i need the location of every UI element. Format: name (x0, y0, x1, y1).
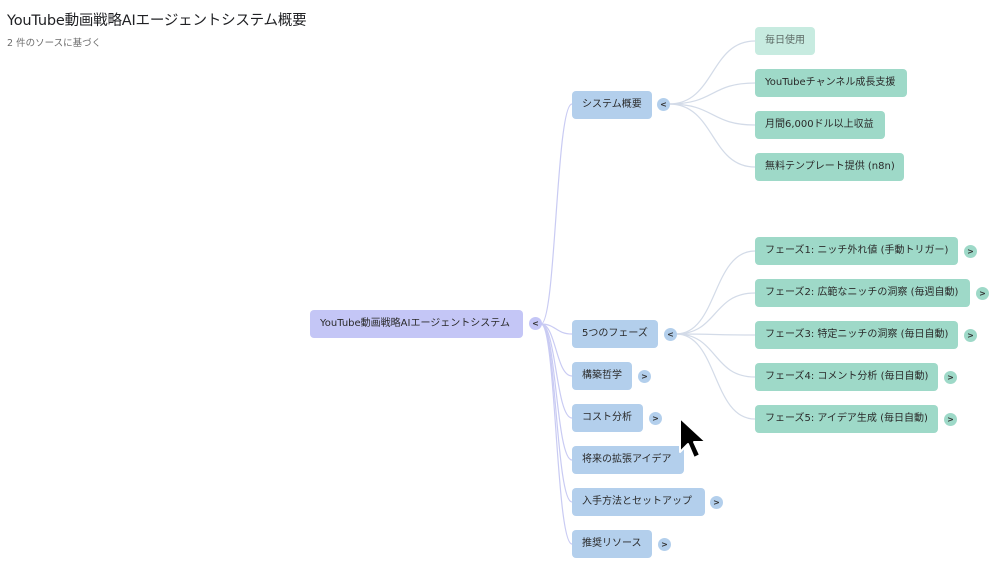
expand-toggle-setup[interactable]: > (710, 496, 723, 509)
mouse-cursor-icon (679, 417, 707, 459)
node-label: フェーズ4: コメント分析 (毎日自動) (765, 371, 929, 382)
collapse-toggle-system-overview[interactable]: < (657, 98, 670, 111)
link-overview-growth (668, 82, 756, 105)
node-label: 入手方法とセットアップ (582, 496, 692, 507)
node-phase-3[interactable]: フェーズ3: 特定ニッチの洞察 (毎日自動) (755, 321, 958, 349)
node-channel-growth[interactable]: YouTubeチャンネル成長支援 (755, 69, 907, 97)
expand-toggle-cost-analysis[interactable]: > (649, 412, 662, 425)
node-future-ideas[interactable]: 将来の拡張アイデア (572, 446, 684, 474)
node-recommended-resources[interactable]: 推奨リソース (572, 530, 652, 558)
link-phases-2 (675, 292, 756, 335)
node-five-phases[interactable]: 5つのフェーズ (572, 320, 658, 348)
node-setup[interactable]: 入手方法とセットアップ (572, 488, 705, 516)
link-root-philosophy (540, 323, 573, 377)
link-root-resources (540, 323, 573, 545)
link-phases-4 (675, 333, 756, 378)
node-label: コスト分析 (582, 412, 632, 423)
expand-toggle-phase-1[interactable]: > (964, 245, 977, 258)
node-label: 将来の拡張アイデア (582, 454, 672, 465)
expand-toggle-build-philosophy[interactable]: > (638, 370, 651, 383)
node-label: 無料テンプレート提供 (n8n) (765, 161, 895, 172)
node-label: 月間6,000ドル以上収益 (765, 119, 874, 130)
node-label: YouTubeチャンネル成長支援 (765, 77, 896, 88)
node-cost-analysis[interactable]: コスト分析 (572, 404, 643, 432)
node-label: 毎日使用 (765, 35, 805, 46)
node-phase-4[interactable]: フェーズ4: コメント分析 (毎日自動) (755, 363, 938, 391)
node-label: フェーズ2: 広範なニッチの洞察 (毎週自動) (765, 287, 959, 298)
node-label: 5つのフェーズ (582, 328, 648, 339)
source-count: 2 件のソースに基づく (7, 38, 102, 49)
page-title: YouTube動画戦略AIエージェントシステム概要 (7, 13, 307, 29)
root-node-label: YouTube動画戦略AIエージェントシステム (320, 318, 510, 329)
node-label: フェーズ3: 特定ニッチの洞察 (毎日自動) (765, 329, 949, 340)
link-phases-3 (675, 333, 756, 336)
node-monthly-revenue[interactable]: 月間6,000ドル以上収益 (755, 111, 885, 139)
node-free-template[interactable]: 無料テンプレート提供 (n8n) (755, 153, 904, 181)
link-overview-daily (668, 40, 756, 105)
node-phase-5[interactable]: フェーズ5: アイデア生成 (毎日自動) (755, 405, 938, 433)
node-system-overview[interactable]: システム概要 (572, 91, 652, 119)
link-root-system-overview (540, 103, 573, 325)
link-phases-1 (675, 250, 756, 335)
root-node[interactable]: YouTube動画戦略AIエージェントシステム (310, 310, 523, 338)
expand-toggle-phase-2[interactable]: > (976, 287, 989, 300)
node-label: システム概要 (582, 99, 642, 110)
node-label: フェーズ5: アイデア生成 (毎日自動) (765, 413, 928, 424)
expand-toggle-recommended-resources[interactable]: > (658, 538, 671, 551)
link-phases-5 (675, 333, 756, 420)
collapse-toggle-five-phases[interactable]: < (664, 328, 677, 341)
node-phase-2[interactable]: フェーズ2: 広範なニッチの洞察 (毎週自動) (755, 279, 970, 307)
node-label: 構築哲学 (582, 370, 622, 381)
link-overview-revenue (668, 103, 756, 126)
expand-toggle-phase-5[interactable]: > (944, 413, 957, 426)
node-build-philosophy[interactable]: 構築哲学 (572, 362, 632, 390)
node-label: 推奨リソース (582, 538, 642, 549)
expand-toggle-phase-4[interactable]: > (944, 371, 957, 384)
link-overview-template (668, 103, 756, 168)
node-daily-use[interactable]: 毎日使用 (755, 27, 815, 55)
expand-toggle-phase-3[interactable]: > (964, 329, 977, 342)
node-label: フェーズ1: ニッチ外れ値 (手動トリガー) (765, 245, 949, 256)
root-collapse-toggle[interactable]: < (529, 317, 542, 330)
link-root-cost (540, 323, 573, 419)
node-phase-1[interactable]: フェーズ1: ニッチ外れ値 (手動トリガー) (755, 237, 958, 265)
